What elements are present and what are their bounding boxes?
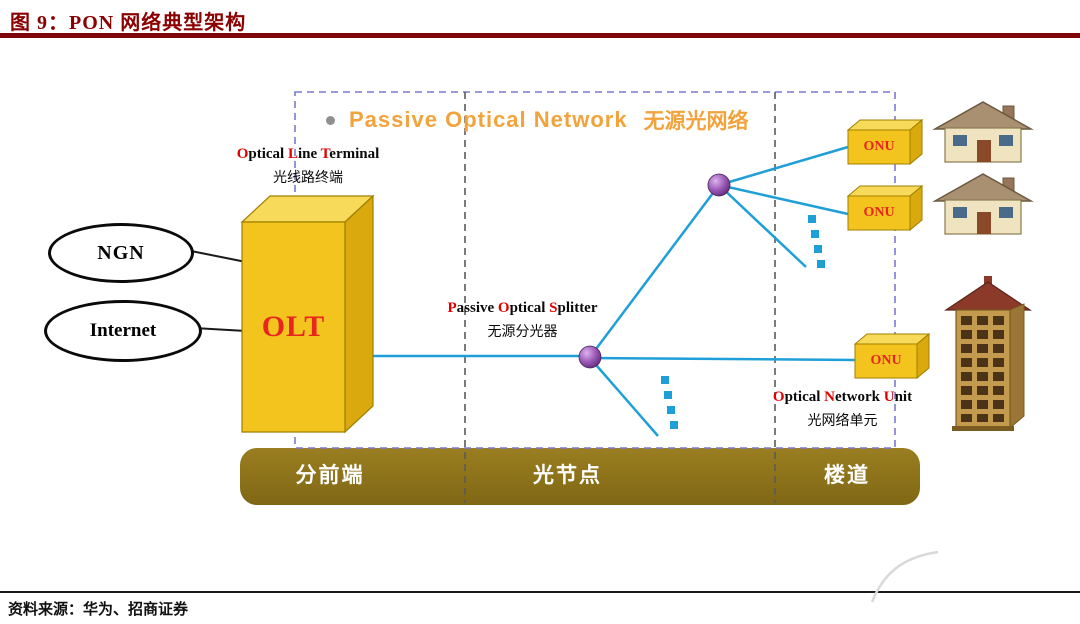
footer-rule: [0, 591, 1080, 593]
building-icon: [944, 276, 1032, 431]
ngn-label: NGN: [97, 241, 145, 264]
internet-node: Internet: [44, 300, 202, 362]
olt-box: [240, 194, 375, 434]
bullet-icon: [326, 115, 335, 125]
splitter-cn-label: 无源分光器: [487, 323, 558, 339]
title-rule: [0, 33, 1080, 38]
splitter-en-label: Passive Optical Splitter: [447, 300, 598, 316]
zone-label-corridor: 楼道: [824, 464, 870, 487]
onu-box-label-2: ONU: [863, 205, 895, 220]
olt-box-label: OLT: [261, 310, 326, 343]
zone-label-headend: 分前端: [295, 464, 365, 487]
splitter-node-lower: [578, 345, 602, 369]
onu-cn-label: 光网络单元: [807, 412, 878, 428]
input-links: [185, 249, 247, 332]
pon-heading-cn: 无源光网络: [643, 110, 749, 133]
onu-box-label-1: ONU: [863, 139, 895, 154]
source-note: 资料来源：华为、招商证券: [8, 602, 189, 618]
internet-label: Internet: [89, 320, 157, 341]
zone-bar: [240, 448, 920, 505]
ellipsis-dots-lower: [661, 376, 678, 429]
house-icon-2: [934, 173, 1032, 235]
zone-label-optical-node: 光节点: [533, 464, 602, 487]
pon-heading: Passive Optical Network 无源光网络: [326, 105, 749, 135]
fiber-links: [352, 145, 858, 437]
ellipsis-dots-upper: [808, 215, 825, 268]
splitter-node-upper: [707, 173, 731, 197]
watermark-curve: [870, 550, 939, 603]
olt-cn-label: 光线路终端: [273, 169, 343, 185]
ngn-node: NGN: [48, 223, 194, 283]
house-icon-1: [934, 101, 1032, 163]
page-title: 图 9：PON 网络典型架构: [10, 12, 247, 34]
onu-box-label-3: ONU: [870, 353, 902, 368]
olt-en-label: Optical Line Terminal: [236, 146, 380, 162]
onu-en-label: Optical Network Unit: [772, 389, 913, 405]
pon-heading-en: Passive Optical Network: [349, 107, 628, 132]
